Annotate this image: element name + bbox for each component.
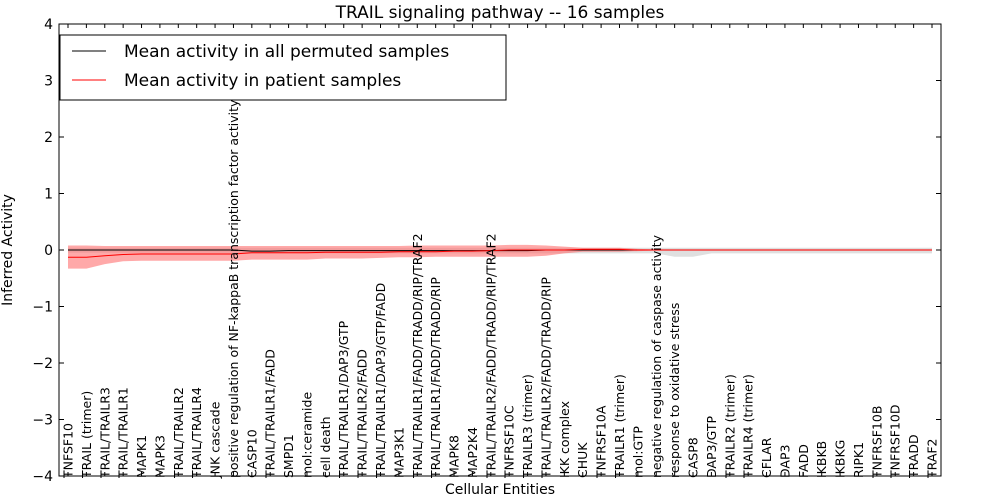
x-tick-label: MAPK3 [152, 435, 167, 478]
x-tick-label: IKBKG [833, 440, 848, 478]
x-tick-label: TNFRSF10A [594, 405, 609, 479]
y-tick-label: −2 [32, 356, 53, 372]
x-tick-label: TRAIL/TRAILR1/FADD [263, 349, 278, 479]
y-tick-label: −3 [32, 413, 53, 429]
x-tick-label: DAP3/GTP [704, 415, 719, 478]
chart-title: TRAIL signaling pathway -- 16 samples [335, 3, 665, 23]
confidence-bands [68, 244, 932, 269]
x-tick-label: CASP8 [686, 437, 701, 478]
legend: Mean activity in all permuted samples Me… [59, 34, 507, 101]
x-tick-label: TRAIL/TRAILR1/FADD/TRADD/RIP/TRAF2 [410, 233, 425, 479]
x-tick-label: TRAILR3 (trimer) [520, 374, 535, 479]
x-tick-label: CFLAR [759, 437, 774, 478]
x-tick-label: mol:GTP [630, 426, 645, 478]
x-tick-label: mol:ceramide [299, 392, 314, 478]
x-tick-label: TNFRSF10D [888, 404, 903, 479]
x-tick-label: TNFRSF10C [502, 405, 517, 479]
x-tick-label: TRAF2 [925, 438, 940, 479]
x-tick-label: TRAIL/TRAILR4 [189, 387, 204, 479]
x-tick-label: MAPK8 [447, 435, 462, 478]
x-tick-label: TRAIL/TRAILR3 [97, 387, 112, 479]
x-tick-label: cell death [318, 416, 333, 478]
x-tick-label: IKK complex [557, 401, 572, 478]
x-tick-label: TRAIL/TRAILR2/FADD/TRADD/RIP/TRAF2 [483, 233, 498, 479]
x-tick-label: TRAIL/TRAILR2/FADD [355, 349, 370, 479]
y-axis-label: Inferred Activity [0, 194, 16, 306]
x-tick-label: TRAILR1 (trimer) [612, 374, 627, 479]
x-tick-label: CASP10 [244, 429, 259, 478]
x-tick-label: IKBKB [814, 441, 829, 478]
x-tick-label: TRAIL/TRAILR1/FADD/TRADD/RIP [428, 277, 443, 479]
y-tick-label: −4 [32, 469, 53, 485]
x-tick-label: TRAIL/TRAILR2/FADD/TRADD/RIP [538, 277, 553, 479]
x-tick-label: DAP3 [777, 445, 792, 478]
line-patient [68, 248, 932, 258]
x-tick-label: negative regulation of caspase activity [649, 234, 664, 478]
y-tick-label: 4 [44, 17, 53, 33]
x-tick-label: TRAIL/TRAILR1/DAP3/GTP/FADD [373, 283, 388, 479]
x-tick-label: JNK cascade [208, 401, 223, 479]
legend-box [59, 34, 507, 101]
x-tick-label: TRAIL/TRAILR2 [171, 387, 186, 479]
x-tick-label: TRAIL/TRAILR1 [116, 387, 131, 479]
y-tick-label: 0 [44, 243, 53, 259]
y-tick-label: 2 [44, 130, 53, 146]
x-tick-label: FADD [796, 444, 811, 478]
y-tick-label: −1 [32, 300, 53, 316]
x-tick-label: CHUK [575, 442, 590, 478]
y-axis-ticks: −4 −3 −2 −1 0 1 2 3 4 [32, 17, 941, 485]
x-tick-label: TNFRSF10B [869, 406, 884, 479]
x-tick-label: TRAIL/TRAILR1/DAP3/GTP [336, 320, 351, 479]
legend-label-patient: Mean activity in patient samples [124, 71, 401, 91]
x-tick-label: TRADD [906, 434, 921, 479]
x-tick-label: response to oxidative stress [667, 303, 682, 478]
x-tick-label: MAP2K4 [465, 427, 480, 478]
y-tick-label: 1 [44, 187, 53, 203]
x-axis-ticks [67, 24, 933, 476]
series-lines [68, 248, 932, 258]
x-axis-label: Cellular Entities [445, 482, 555, 498]
x-tick-label: TRAIL (trimer) [79, 391, 94, 479]
x-tick-label: TRAILR4 (trimer) [741, 374, 756, 479]
y-tick-label: 3 [44, 74, 53, 90]
x-tick-label: RIPK1 [851, 442, 866, 478]
x-tick-label: MAPK1 [134, 435, 149, 478]
legend-label-permuted: Mean activity in all permuted samples [124, 42, 449, 62]
x-tick-label: SMPD1 [281, 434, 296, 478]
x-tick-label: TRAILR2 (trimer) [722, 374, 737, 479]
x-tick-label: positive regulation of NF-kappaB transcr… [226, 99, 241, 478]
x-tick-label: MAP3K1 [391, 427, 406, 478]
x-tick-label: TNFSF10 [61, 423, 76, 479]
